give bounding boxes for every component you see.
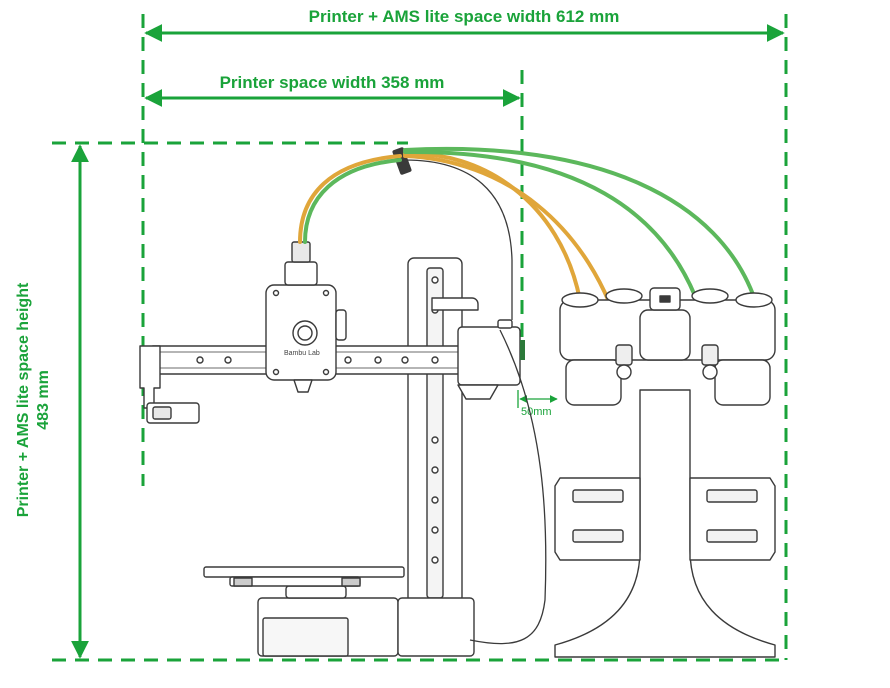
ams-feeder-2 bbox=[605, 288, 643, 304]
printer-base-right bbox=[397, 597, 475, 657]
ptfe-tube bbox=[404, 159, 513, 320]
z-column-slot bbox=[426, 267, 444, 599]
base-foot-left bbox=[262, 617, 349, 657]
printer-illustration: Bambu Lab bbox=[139, 241, 525, 657]
toolhead-connector bbox=[291, 241, 311, 263]
heated-bed bbox=[203, 566, 405, 578]
bed-support bbox=[285, 585, 347, 599]
bed-clip-right bbox=[341, 577, 361, 587]
printer-width-label: Printer space width 358 mm bbox=[220, 73, 445, 92]
dimension-boundaries bbox=[52, 14, 788, 662]
height-label-line2: 483 mm bbox=[35, 370, 52, 430]
filament-to-toolhead-green bbox=[303, 158, 402, 244]
filament-hub bbox=[392, 147, 412, 175]
total-width-label: Printer + AMS lite space width 612 mm bbox=[309, 7, 620, 26]
x-rail-end-bracket bbox=[139, 345, 161, 409]
filament-to-toolhead-orange bbox=[298, 154, 402, 244]
gap-label: 50mm bbox=[521, 406, 552, 418]
ams-coupler-left bbox=[615, 344, 633, 366]
height-label-line1: Printer + AMS lite space height bbox=[15, 282, 32, 517]
filament-green-2 bbox=[403, 147, 757, 302]
dimension-arrows bbox=[71, 24, 785, 659]
x-motor-box bbox=[457, 326, 521, 386]
ams-feeder-3 bbox=[691, 288, 729, 304]
bed-clip-left bbox=[233, 577, 253, 587]
toolhead-top bbox=[284, 261, 318, 286]
ams-lite-stand bbox=[554, 287, 776, 658]
nozzle bbox=[293, 379, 313, 393]
ams-coupler-right bbox=[701, 344, 719, 366]
z-top-bracket bbox=[431, 297, 479, 311]
ams-pedestal bbox=[554, 389, 776, 658]
ams-feeder-1 bbox=[561, 292, 599, 308]
x-rail-holes bbox=[196, 356, 439, 364]
height-label-group: Printer + AMS lite space height 483 mm bbox=[15, 282, 52, 517]
filament-green-1 bbox=[403, 149, 712, 347]
toolhead-brand-label: Bambu Lab bbox=[284, 350, 320, 357]
ams-feeder-4 bbox=[735, 292, 773, 308]
filament-lines bbox=[298, 147, 757, 347]
